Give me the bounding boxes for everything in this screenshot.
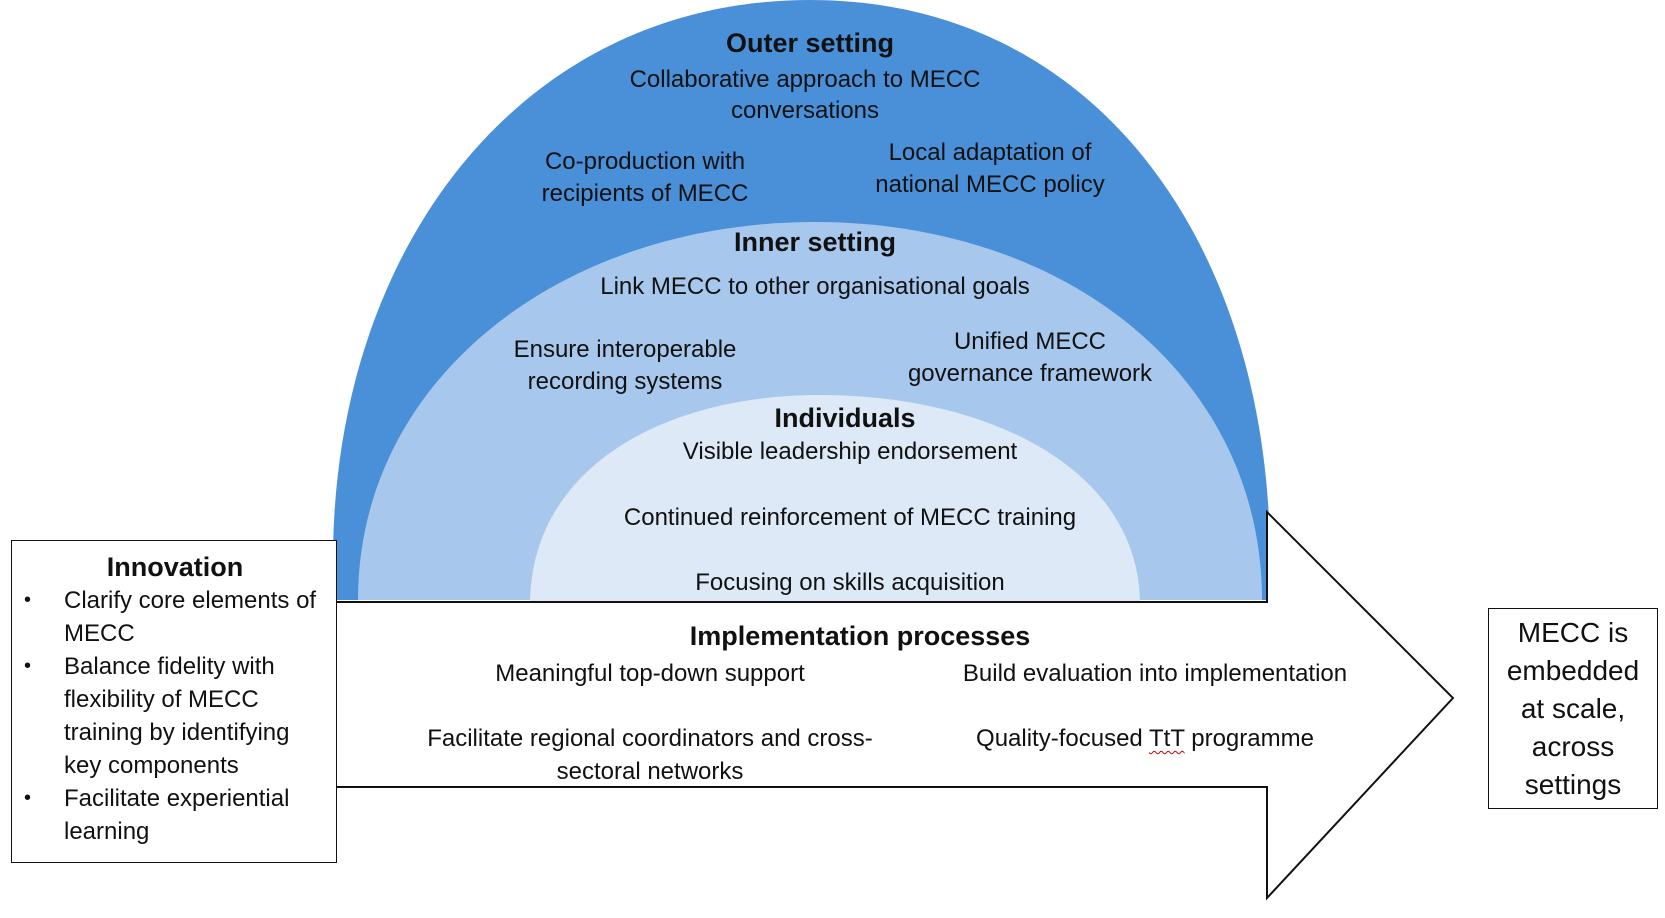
outer-setting-item-collaborative: Collaborative approach to MECC	[629, 66, 981, 93]
inner-setting-item-governance-cont: governance framework	[907, 360, 1153, 387]
bullet-icon: •	[24, 787, 32, 809]
implementation-item-regional-cont: sectoral networks	[556, 758, 744, 785]
innovation-box: Innovation • Clarify core elements of MEC…	[11, 540, 337, 863]
innovation-item-text: Facilitate experiential learning	[64, 785, 290, 845]
implementation-title: Implementation processes	[689, 621, 1031, 651]
implementation-item-ttt-suffix: programme	[1184, 725, 1314, 752]
innovation-list: • Clarify core elements of MECC • Balance …	[12, 584, 329, 848]
outer-setting-item-local-adaptation: Local adaptation of	[888, 139, 1092, 166]
outer-setting-item-coproduction: Co-production with	[544, 148, 746, 175]
implementation-arrow	[329, 509, 1455, 901]
innovation-item: • Clarify core elements of MECC	[12, 584, 329, 650]
implementation-item-ttt-prefix: Quality-focused	[976, 725, 1150, 752]
implementation-item-regional: Facilitate regional coordinators and cro…	[427, 725, 873, 752]
innovation-item-text: Balance fidelity with flexibility of MEC…	[64, 653, 290, 779]
inner-setting-title: Inner setting	[733, 227, 896, 257]
outcome-text: MECC is embedded at scale, across settin…	[1506, 616, 1640, 800]
inner-setting-item-interoperable-cont: recording systems	[527, 368, 723, 395]
innovation-item-text: Clarify core elements of MECC	[64, 587, 317, 647]
innovation-item: • Balance fidelity with flexibility of ME…	[12, 650, 329, 782]
individuals-item-skills: Focusing on skills acquisition	[695, 569, 1005, 596]
inner-setting-item-link-goals: Link MECC to other organisational goals	[600, 273, 1030, 300]
outer-setting-item-local-adaptation-cont: national MECC policy	[875, 171, 1105, 198]
individuals-item-reinforcement: Continued reinforcement of MECC training	[623, 504, 1077, 531]
innovation-title: Innovation	[106, 552, 244, 582]
inner-setting-item-governance: Unified MECC	[953, 328, 1107, 355]
outer-setting-item-collaborative-cont: conversations	[730, 97, 880, 124]
implementation-item-evaluation: Build evaluation into implementation	[962, 660, 1348, 687]
outer-setting-title: Outer setting	[725, 28, 894, 58]
implementation-item-ttt: Quality-focused TtT programme	[945, 722, 1345, 755]
individuals-dome	[530, 395, 1140, 605]
individuals-item-leadership: Visible leadership endorsement	[682, 438, 1018, 465]
outer-setting-item-coproduction-cont: recipients of MECC	[541, 180, 749, 207]
outcome-box: MECC is embedded at scale, across settin…	[1488, 608, 1658, 809]
bullet-icon: •	[24, 655, 32, 677]
bullet-icon: •	[24, 589, 32, 611]
implementation-item-ttt-acronym: TtT	[1149, 725, 1185, 752]
individuals-title: Individuals	[774, 403, 916, 433]
inner-setting-item-interoperable: Ensure interoperable	[513, 336, 737, 363]
implementation-item-topdown: Meaningful top-down support	[495, 660, 805, 687]
innovation-item: • Facilitate experiential learning	[12, 782, 329, 848]
